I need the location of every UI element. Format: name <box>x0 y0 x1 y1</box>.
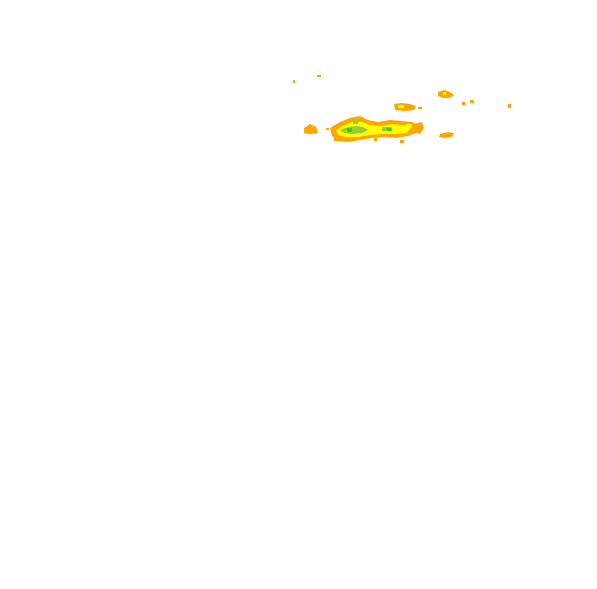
precip-tail <box>414 122 424 134</box>
precip-cell <box>508 104 511 108</box>
precip-cell <box>462 102 465 105</box>
precip-cell <box>398 105 404 108</box>
precip-cluster-lower-right <box>439 132 454 138</box>
precipitation-layer <box>293 75 511 143</box>
precip-cell <box>293 80 295 83</box>
precip-cell <box>317 75 321 77</box>
precip-cell <box>353 119 358 124</box>
precip-cell <box>443 92 446 95</box>
precip-cluster-left <box>304 124 318 134</box>
precip-cell <box>326 128 329 130</box>
precip-cell <box>347 128 352 132</box>
precip-cell <box>387 128 391 131</box>
precip-cell <box>418 107 422 109</box>
precip-cell <box>334 138 338 141</box>
precip-cell <box>374 138 377 141</box>
precip-cell <box>400 140 404 143</box>
precip-cell <box>470 100 474 103</box>
precip-cell <box>406 124 412 128</box>
